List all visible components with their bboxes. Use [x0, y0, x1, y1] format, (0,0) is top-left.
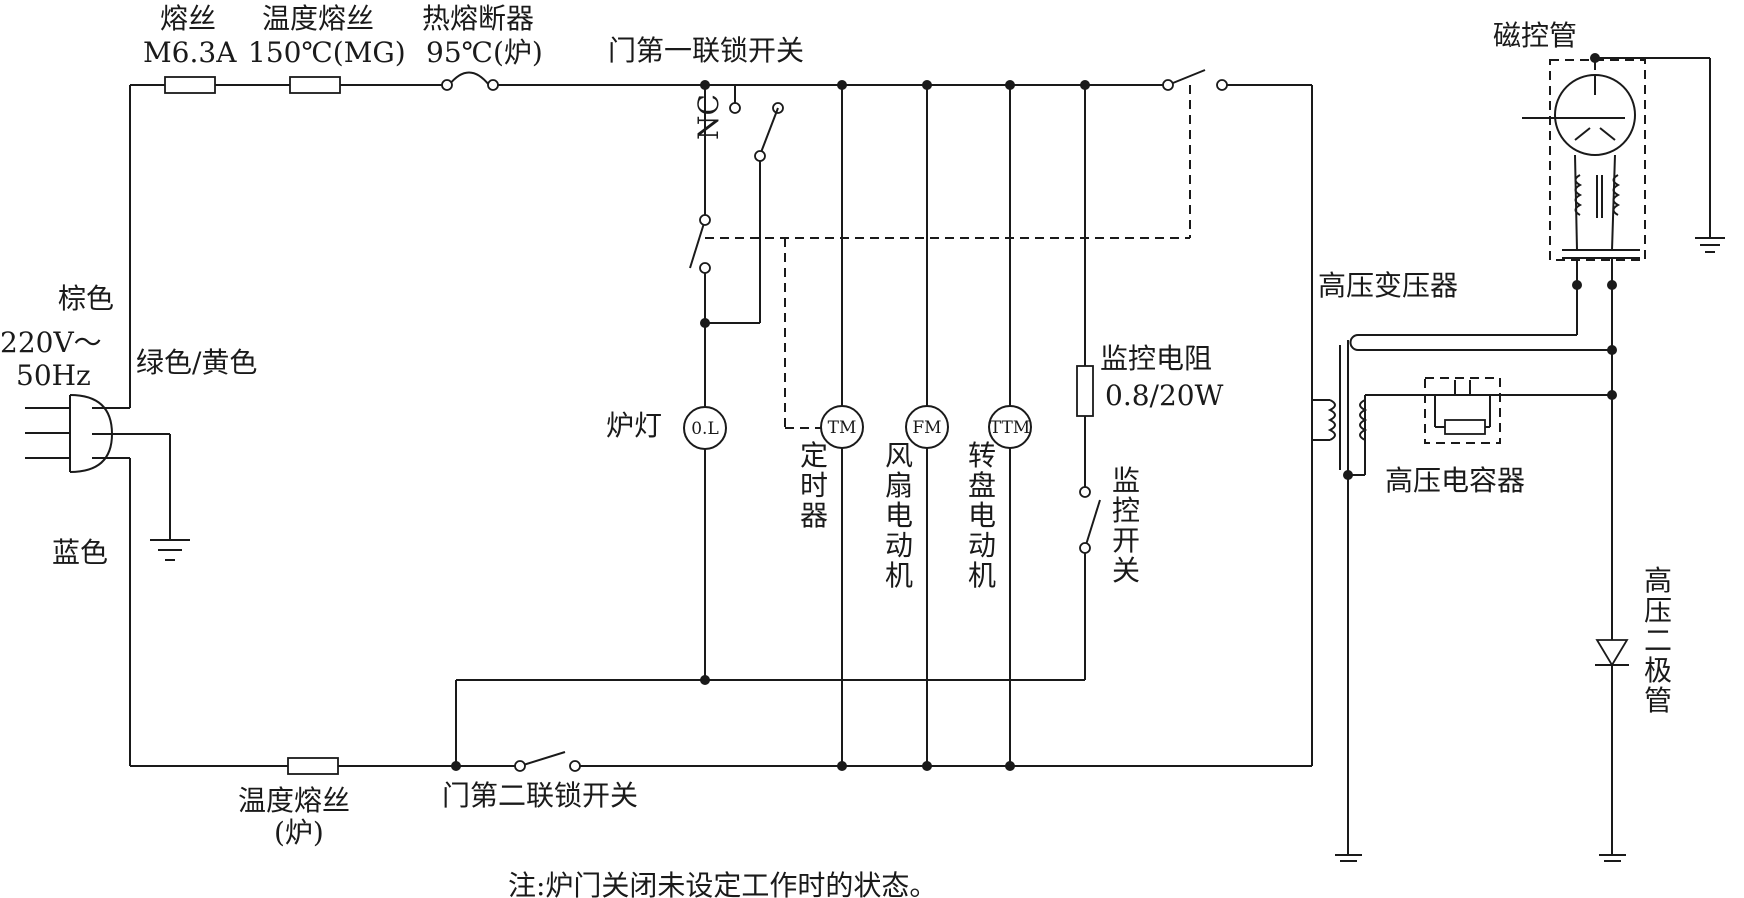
voltage-label: 220V～	[0, 326, 102, 359]
turntable-symbol: TTM	[990, 418, 1030, 438]
fan-symbol: FM	[912, 418, 941, 438]
fan-motor-label: 风扇电动机	[885, 439, 913, 592]
door-switch-1	[689, 85, 784, 274]
hv-transformer	[1327, 345, 1368, 470]
timer-symbol: TM	[828, 418, 857, 438]
junctions	[451, 53, 1617, 771]
door-linkage	[705, 85, 1191, 429]
thermal-cutout	[441, 71, 499, 91]
monitor-switch-label: 监控开关	[1112, 464, 1140, 587]
timer-label: 定时器	[800, 439, 828, 532]
monitor-resistor	[1076, 365, 1094, 417]
thermal-fuse-mg-name-label: 温度熔丝	[262, 2, 374, 35]
thermal-cutout-rating-label: 95℃(炉)	[426, 36, 543, 69]
door-switch-1-label: 门第一联锁开关	[608, 34, 804, 67]
hv-transformer-label: 高压变压器	[1318, 269, 1458, 302]
turntable-motor-label: 转盘电动机	[968, 439, 996, 592]
brown-label: 棕色	[58, 282, 114, 315]
thermal-fuse-mg	[289, 76, 341, 94]
magnetron-label: 磁控管	[1493, 19, 1577, 52]
footnote: 注:炉门关闭未设定工作时的状态。	[508, 869, 937, 898]
wiring	[92, 57, 1725, 862]
monitor-resistor-rating-label: 0.8/20W	[1105, 379, 1224, 412]
timer-motor: TM	[820, 405, 864, 449]
green-yellow-label: 绿色/黄色	[136, 346, 257, 379]
oven-lamp-label: 炉灯	[606, 409, 662, 442]
fuse-rating-label: M6.3A	[143, 36, 237, 69]
thermal-fuse-mg-rating-label: 150℃(MG)	[248, 36, 406, 69]
frequency-label: 50Hz	[16, 359, 91, 392]
hv-diode	[1595, 639, 1629, 667]
door-switch-2	[514, 751, 581, 772]
thermal-fuse-oven-note-label: (炉)	[274, 816, 324, 849]
hv-capacitor	[1424, 377, 1501, 444]
oven-lamp: 0.L	[683, 406, 727, 450]
door-switch-2-label: 门第二联锁开关	[442, 779, 638, 812]
turntable-motor: TTM	[988, 405, 1032, 449]
fuse	[164, 76, 216, 94]
oven-lamp-symbol: 0.L	[691, 419, 719, 439]
thermal-fuse-oven-name-label: 温度熔丝	[238, 784, 350, 817]
blue-label: 蓝色	[52, 536, 108, 569]
magnetron	[1522, 59, 1646, 285]
power-plug	[25, 394, 130, 473]
fan-motor: FM	[905, 405, 949, 449]
nc-label: NC	[692, 94, 725, 140]
monitor-switch	[1079, 486, 1101, 554]
thermal-fuse-oven	[287, 757, 339, 775]
thermal-cutout-name-label: 热熔断器	[422, 2, 534, 35]
hv-diode-label: 高压二极管	[1644, 564, 1672, 717]
fuse-name-label: 熔丝	[160, 2, 216, 35]
monitor-switch-top	[1162, 69, 1228, 91]
monitor-resistor-label: 监控电阻	[1100, 342, 1212, 375]
hv-capacitor-label: 高压电容器	[1385, 464, 1525, 497]
